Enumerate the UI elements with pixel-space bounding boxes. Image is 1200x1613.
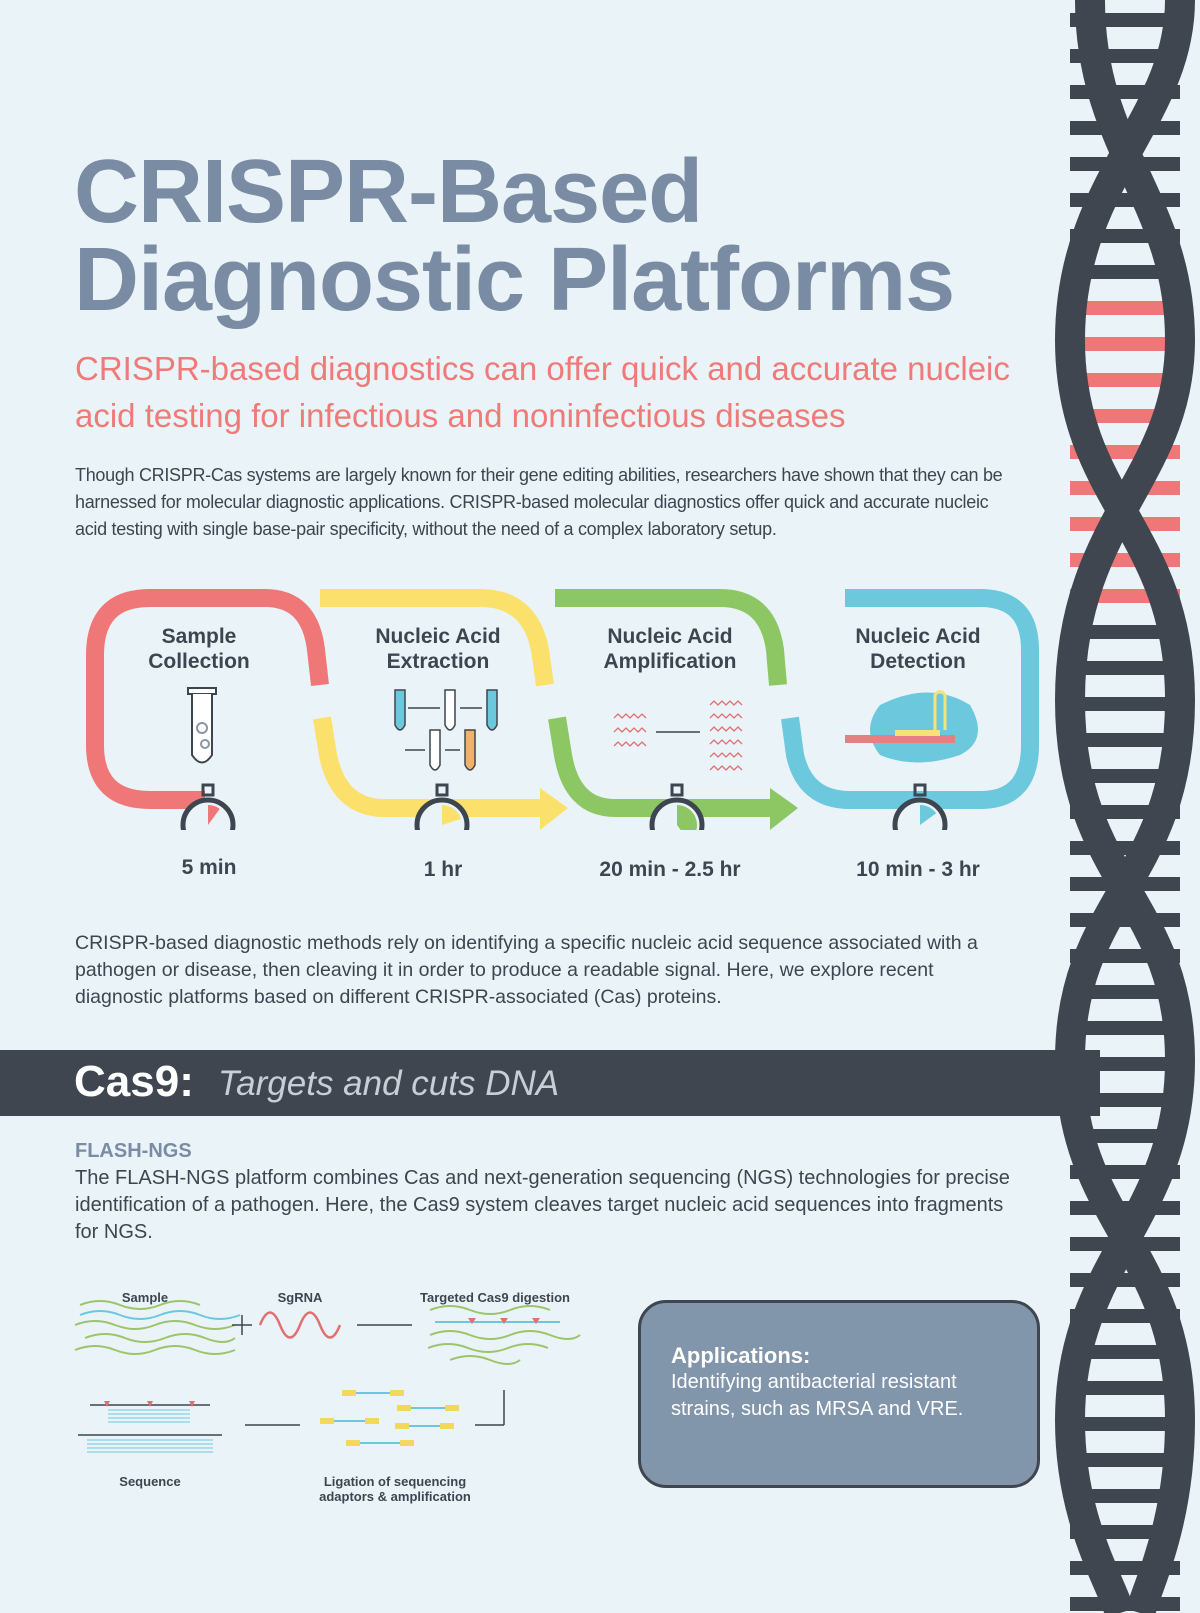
diagram-label-sample: Sample [121, 1290, 169, 1305]
applications-text: Identifying antibacterial resistant stra… [671, 1371, 964, 1420]
diagram-label-ligation: Ligation of sequencing adaptors & amplif… [319, 1474, 471, 1504]
step-time-amplification: 20 min - 2.5 hr [599, 858, 741, 881]
detection-track-bottom [781, 716, 900, 809]
workflow-diagram [86, 589, 1039, 830]
extraction-track-top [320, 589, 554, 687]
dna-helix-illustration [1054, 0, 1196, 1613]
diagram-label-sgrna: SgRNA [277, 1290, 323, 1305]
amplification-track-top [555, 589, 787, 686]
arrow-head-icon [540, 788, 568, 830]
detection-track-top [845, 589, 1039, 809]
diagram-label-digestion: Targeted Cas9 digestion [419, 1290, 570, 1305]
applications-card: Applications: Identifying antibacterial … [638, 1300, 1040, 1488]
diagram-label-sequence: Sequence [119, 1474, 181, 1489]
amplification-track-bottom [548, 716, 770, 817]
flash-ngs-diagram [74, 1300, 581, 1453]
stopwatch-icon [892, 783, 948, 830]
step-time-detection: 10 min - 3 hr [856, 858, 980, 881]
extraction-track-bottom [313, 716, 540, 817]
applications-title: Applications: [671, 1343, 811, 1368]
intro-paragraph: Though CRISPR-Cas systems are largely kn… [75, 465, 1003, 539]
platform-description: The FLASH-NGS platform combines Cas and … [75, 1167, 1010, 1243]
platform-title: FLASH-NGS [75, 1140, 192, 1162]
arrow-head-icon [770, 788, 798, 830]
stopwatch-icon [649, 783, 705, 830]
stopwatch-icon [180, 783, 236, 830]
extraction-tubes-icon [394, 689, 498, 771]
test-tube-icon [187, 687, 217, 764]
section-protein-description: Targets and cuts DNA [218, 1064, 560, 1103]
page-subtitle: CRISPR-based diagnostics can offer quick… [75, 350, 1010, 434]
cas-protein-icon [845, 690, 978, 763]
section-protein-name: Cas9: [74, 1057, 194, 1106]
stopwatch-icon [414, 783, 470, 830]
section-header-band [0, 1050, 1100, 1116]
methods-paragraph: CRISPR-based diagnostic methods rely on … [75, 932, 978, 1008]
step-time-sample-collection: 5 min [181, 856, 237, 879]
sample-collection-track [86, 589, 329, 809]
step-time-extraction: 1 hr [423, 858, 463, 881]
amplification-waves-icon [613, 700, 743, 771]
